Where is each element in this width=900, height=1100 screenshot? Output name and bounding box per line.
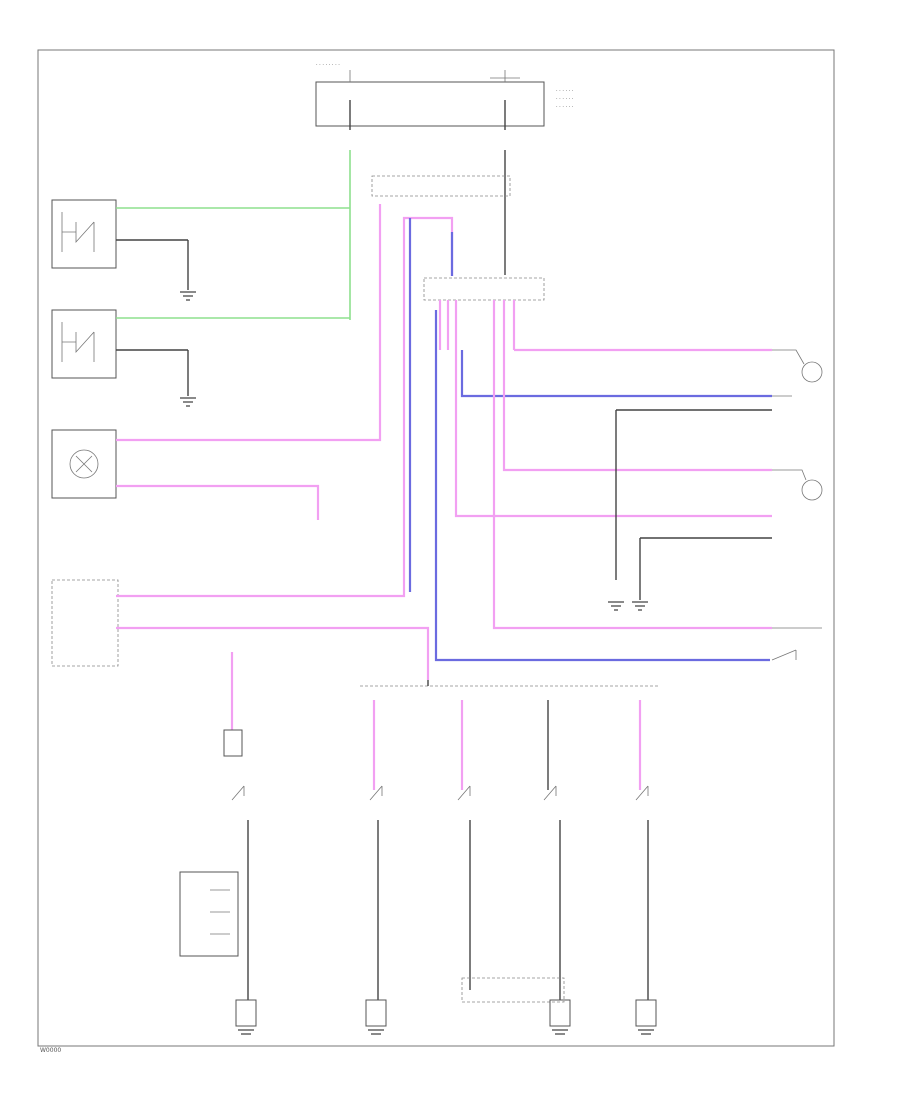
ground-row <box>235 999 657 1035</box>
diagram-frame <box>37 49 835 1047</box>
right-lamp-upper <box>772 349 823 397</box>
svg-text:· · · · · ·: · · · · · · <box>556 96 574 102</box>
connector-pins <box>438 300 516 350</box>
left-upper-relay <box>51 199 350 301</box>
fuse-box: · · · · · · · · · · · · · · · · · · · · … <box>315 62 574 127</box>
meter-lamp <box>51 429 117 499</box>
svg-text:· · · · · ·: · · · · · · <box>556 104 574 110</box>
connector-middle <box>423 277 545 301</box>
svg-text:· · · · · ·: · · · · · · <box>556 88 574 94</box>
left-lower-relay <box>51 309 350 407</box>
connector-bottom <box>461 977 565 1003</box>
control-unit <box>51 579 119 667</box>
connector-top <box>371 175 511 197</box>
right-lamp-lower <box>772 469 823 501</box>
right-switch <box>771 627 822 661</box>
door-switch-box <box>179 871 239 957</box>
svg-text:· · · · · · · ·: · · · · · · · · <box>316 62 340 68</box>
page-code: W0000 <box>40 1047 61 1054</box>
switch-row <box>223 729 649 801</box>
